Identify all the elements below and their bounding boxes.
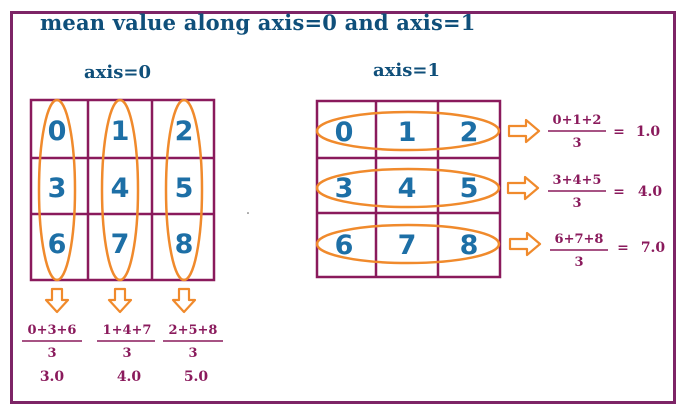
left-result-1: 4.0 [117, 369, 142, 385]
left-cell-0-2: 2 [175, 116, 194, 147]
left-fractions: 0+3+6 3 3.0 1+4+7 3 4.0 2+5+8 3 5.0 [22, 323, 223, 385]
left-result-2: 5.0 [184, 369, 209, 385]
right-cell-2-0: 6 [335, 230, 354, 261]
column-ellipse-1 [100, 98, 140, 282]
right-denominator-0: 3 [572, 136, 581, 151]
down-arrow-icon-0 [44, 287, 70, 314]
right-denominator-2: 3 [574, 255, 583, 270]
left-cell-0-0: 0 [48, 116, 67, 147]
right-equals-2: = [617, 240, 629, 256]
right-cell-1-1: 4 [398, 173, 417, 204]
right-cell-0-2: 2 [460, 117, 479, 148]
left-cell-2-1: 7 [111, 229, 130, 260]
down-arrow-icon-1 [107, 287, 133, 314]
left-cell-1-2: 5 [175, 173, 194, 204]
right-arrow-icon-1 [506, 175, 540, 201]
right-cell-1-2: 5 [460, 173, 479, 204]
right-cell-0-0: 0 [335, 117, 354, 148]
right-arrow-icon-2 [508, 231, 542, 257]
right-matrix-values: 0 1 2 3 4 5 6 7 8 [335, 117, 479, 261]
right-cell-1-0: 3 [335, 173, 354, 204]
right-result-0: 1.0 [636, 124, 661, 140]
left-numerator-1: 1+4+7 [103, 323, 152, 338]
row-ellipse-2 [315, 223, 501, 265]
left-denominator-1: 3 [122, 346, 131, 361]
left-cell-2-0: 6 [48, 229, 67, 260]
right-fractions: 0+1+2 3 = 1.0 3+4+5 3 = 4.0 6+7+8 3 = 7.… [548, 113, 665, 270]
stray-dot [247, 212, 249, 214]
right-denominator-1: 3 [572, 196, 581, 211]
left-cell-1-0: 3 [48, 173, 67, 204]
right-equals-1: = [613, 184, 625, 200]
row-ellipse-0 [315, 110, 501, 152]
left-numerator-2: 2+5+8 [169, 323, 218, 338]
row-ellipse-1 [315, 167, 501, 209]
left-cell-2-2: 8 [175, 229, 194, 260]
right-result-1: 4.0 [638, 184, 663, 200]
column-ellipse-2 [164, 98, 204, 282]
left-down-arrows [44, 287, 197, 314]
left-column-ellipses [37, 98, 204, 282]
down-arrow-icon-2 [171, 287, 197, 314]
axis1-label: axis=1 [373, 60, 440, 81]
right-row-ellipses [315, 110, 501, 265]
diagram-title: mean value along axis=0 and axis=1 [40, 10, 476, 35]
right-arrows [506, 118, 542, 257]
right-numerator-2: 6+7+8 [555, 232, 604, 247]
left-numerator-0: 0+3+6 [28, 323, 77, 338]
left-cell-0-1: 1 [111, 116, 130, 147]
right-cell-0-1: 1 [398, 117, 417, 148]
right-cell-2-2: 8 [460, 230, 479, 261]
left-matrix-values: 0 1 2 3 4 5 6 7 8 [48, 116, 194, 260]
right-arrow-icon-0 [507, 118, 541, 144]
left-denominator-2: 3 [188, 346, 197, 361]
right-numerator-1: 3+4+5 [553, 173, 602, 188]
right-equals-0: = [613, 124, 625, 140]
diagram-frame [10, 11, 676, 404]
axis0-label: axis=0 [84, 62, 151, 83]
right-cell-2-1: 7 [398, 230, 417, 261]
left-denominator-0: 3 [47, 346, 56, 361]
left-result-0: 3.0 [40, 369, 65, 385]
column-ellipse-0 [37, 98, 77, 282]
right-numerator-0: 0+1+2 [553, 113, 602, 128]
left-cell-1-1: 4 [111, 173, 130, 204]
right-result-2: 7.0 [641, 240, 666, 256]
